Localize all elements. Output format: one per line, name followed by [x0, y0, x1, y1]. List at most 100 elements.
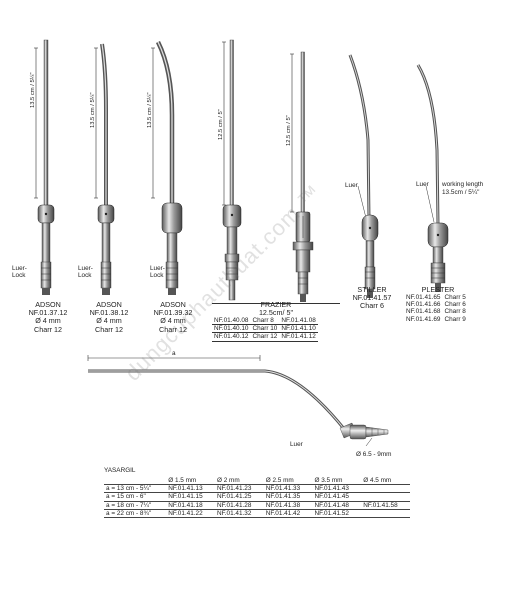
plester-row-cell: Charr 8	[444, 308, 466, 316]
adson-suction-tube-3	[151, 40, 183, 295]
yasargil-row-cell: NF.01.41.35	[263, 492, 313, 502]
adson2-diameter: Ø 4 mm	[96, 316, 122, 326]
yasargil-row-cell	[361, 492, 410, 502]
frazier-length-1: 12.5 cm / 5"	[218, 109, 224, 140]
yasargil-row-cell	[361, 509, 410, 519]
yasargil-row-cell: NF.01.41.52	[312, 509, 362, 519]
frazier-row-cell: NF.01.40.08	[212, 317, 251, 326]
plester-name: PLESTER	[421, 285, 455, 294]
yasargil-header-cell: Ø 3.5 mm	[312, 477, 362, 486]
adson-suction-tube-1	[34, 39, 55, 295]
yasargil-row-cell: NF.01.41.23	[214, 484, 264, 494]
adson3-luer-lock: Luer- Lock	[150, 265, 165, 280]
adson1-charr: Charr 12	[34, 324, 62, 334]
yasargil-row-cell: NF.01.41.58	[361, 501, 410, 510]
yasargil-row-cell: NF.01.41.13	[166, 484, 215, 494]
frazier-row-cell: NF.01.40.10	[212, 324, 251, 334]
yasargil-row-cell	[361, 484, 410, 494]
plester-row-cell: NF.01.41.68	[406, 308, 441, 316]
adson1-code: NF.01.37.12	[28, 308, 68, 318]
adson2-code: NF.01.38.12	[89, 308, 129, 318]
adson1-luer-lock: Luer- Lock	[12, 265, 27, 280]
frazier-subtitle: 12.5cm/ 5"	[258, 308, 294, 317]
yasargil-header-cell: Ø 2.5 mm	[263, 477, 313, 486]
frazier-suction-tube-2	[290, 51, 314, 302]
yasargil-row-cell: NF.01.41.45	[312, 492, 362, 502]
stiller-luer-label: Luer	[345, 182, 358, 189]
adson3-diameter: Ø 4 mm	[160, 316, 186, 326]
frazier-row-cell: Charr 8	[250, 317, 280, 326]
yasargil-row-cell: a = 13 cm - 5¼"	[104, 484, 167, 494]
frazier-name: FRAZIER	[260, 300, 292, 309]
frazier-length-2: 12.5 cm / 5"	[286, 115, 292, 146]
plester-row-cell: Charr 9	[444, 315, 466, 323]
stiller-suction-tube	[348, 54, 379, 298]
plester-row-cell: NF.01.41.66	[406, 301, 441, 309]
yasargil-header-cell: Ø 1.5 mm	[166, 477, 215, 486]
yasargil-row-cell: a = 18 cm - 7¼"	[104, 501, 167, 510]
yasargil-header-cell: Ø 4.5 mm	[361, 477, 410, 486]
yasargil-title: YASARGIL	[104, 467, 136, 474]
yasargil-row-cell: a = 22 cm - 8¾"	[104, 509, 167, 519]
frazier-row-cell: NF.01.41.08	[279, 317, 318, 326]
adson2-name: ADSON	[96, 300, 122, 309]
yasargil-row-cell: NF.01.41.42	[263, 509, 313, 519]
plester-row-cell: Charr 5	[444, 294, 466, 301]
adson2-luer-lock: Luer- Lock	[78, 265, 93, 280]
adson1-length: 13.5 cm / 5¼"	[30, 72, 36, 108]
plester-suction-tube	[416, 64, 449, 292]
adson3-length: 13.5 cm / 5¼"	[147, 92, 153, 128]
yasargil-header-cell	[104, 477, 167, 486]
yasargil-dimension-a: a	[172, 350, 176, 357]
yasargil-row-cell: NF.01.41.38	[263, 501, 313, 510]
yasargil-suction-tube	[87, 355, 389, 447]
yasargil-diameter: Ø 6.5 - 9mm	[356, 451, 392, 458]
yasargil-row-cell: NF.01.41.25	[214, 492, 264, 502]
frazier-row-cell: Charr 10	[250, 324, 280, 334]
adson1-diameter: Ø 4 mm	[35, 316, 61, 326]
plester-luer-label: Luer	[416, 181, 429, 188]
yasargil-row-cell: NF.01.41.32	[214, 509, 264, 519]
yasargil-luer-label: Luer	[290, 441, 303, 448]
plester-row-cell: Charr 6	[444, 301, 466, 309]
yasargil-row-cell: NF.01.41.33	[263, 484, 313, 494]
adson3-code: NF.01.39.32	[153, 308, 193, 318]
yasargil-row-cell: NF.01.41.22	[166, 509, 215, 519]
frazier-row-cell: Charr 12	[250, 332, 280, 342]
frazier-row-cell: NF.01.41.12	[279, 332, 318, 342]
adson2-charr: Charr 12	[95, 324, 123, 334]
plester-row-cell: NF.01.41.69	[406, 315, 441, 323]
yasargil-row-cell: NF.01.41.28	[214, 501, 264, 510]
stiller-code: NF.01.41.57	[352, 293, 392, 303]
frazier-row-cell: NF.01.40.12	[212, 332, 251, 342]
adson3-caption: ADSON NF.01.39.32 Ø 4 mm Charr 12	[150, 300, 196, 334]
yasargil-row-cell: NF.01.41.18	[166, 501, 215, 510]
stiller-caption: STILLER NF.01.41.57 Charr 6	[350, 285, 394, 311]
plester-row-cell: NF.01.41.65	[406, 294, 441, 301]
adson1-name: ADSON	[35, 300, 61, 309]
stiller-charr: Charr 6	[360, 301, 384, 311]
adson3-charr: Charr 12	[159, 324, 187, 334]
adson2-caption: ADSON NF.01.38.12 Ø 4 mm Charr 12	[87, 300, 131, 334]
stiller-name: STILLER	[357, 285, 387, 294]
yasargil-header-cell: Ø 2 mm	[214, 477, 264, 486]
adson2-length: 13.5 cm / 5¼"	[90, 92, 96, 128]
yasargil-row-cell: NF.01.41.15	[166, 492, 215, 502]
adson-suction-tube-2	[94, 43, 115, 295]
adson1-caption: ADSON NF.01.37.12 Ø 4 mm Charr 12	[26, 300, 70, 334]
yasargil-row-cell: NF.01.41.43	[312, 484, 362, 494]
